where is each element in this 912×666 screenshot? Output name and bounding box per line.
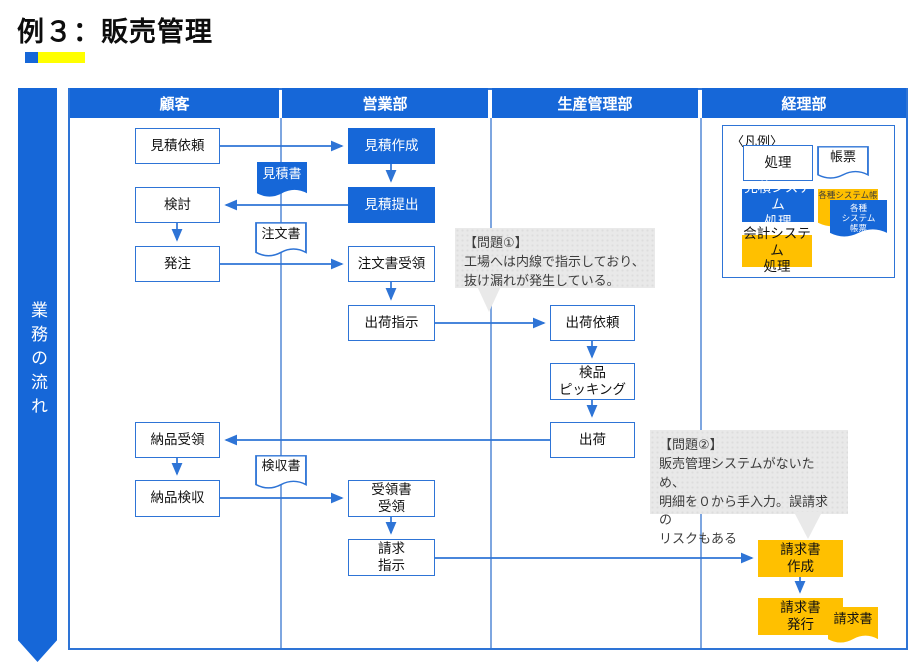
doc-order-form: 注文書 [255, 222, 307, 260]
node-quote-submission: 見積提出 [348, 187, 435, 223]
node-delivery-inspection: 納品検収 [135, 480, 220, 517]
doc-quote: 見積書 [257, 162, 307, 200]
lane-header-production: 生産管理部 [492, 88, 698, 118]
node-billing-instruction: 請求 指示 [348, 539, 435, 576]
legend-process: 処理 [743, 145, 813, 181]
legend-form-doc: 帳票 [817, 146, 869, 182]
page-title: 例３：販売管理 [17, 17, 213, 47]
legend-various-forms-blue-doc: 各種 システム 帳票 [830, 200, 887, 240]
node-place-order: 発注 [135, 246, 220, 282]
title-accent-yellow [38, 52, 85, 63]
flow-band-label: 業務の流れ [28, 301, 47, 421]
legend-quote-system: 見積システム 処理 [742, 180, 814, 229]
doc-inspection-form: 検収書 [255, 455, 307, 492]
lane-divider-1 [280, 118, 282, 648]
lane-header-customer: 顧客 [70, 88, 279, 118]
document-shape-icon [257, 162, 307, 197]
node-invoice-creation: 請求書 作成 [758, 540, 843, 577]
problem-2-callout: 【問題②】 販売管理システムがないため、 明細を０から手入力。誤請求の リスクも… [650, 430, 848, 546]
document-shape-icon [828, 607, 878, 643]
doc-invoice-label: 請求書 [833, 610, 873, 626]
node-receipt-doc-receipt: 受領書 受領 [348, 480, 435, 517]
document-shape-icon [255, 222, 307, 257]
node-delivery-receipt: 納品受領 [135, 422, 220, 458]
doc-order-form-label: 注文書 [261, 225, 301, 241]
legend-various-forms-blue-label: 各種 システム 帳票 [841, 203, 876, 234]
diagram-frame [68, 88, 908, 650]
legend-accounting-system: 会計システム 処理 [742, 226, 812, 274]
document-shape-icon [255, 455, 307, 489]
legend-form-label: 帳票 [829, 149, 856, 165]
node-quote-creation: 見積作成 [348, 128, 435, 164]
lane-header-sales: 営業部 [282, 88, 488, 118]
node-shipment: 出荷 [550, 422, 635, 458]
title-accent-blue [25, 52, 38, 63]
problem-1-callout-tail [477, 286, 501, 312]
node-review: 検討 [135, 187, 220, 223]
document-shape-icon [817, 146, 869, 179]
lane-divider-3 [700, 118, 702, 648]
node-quote-request: 見積依頼 [135, 128, 220, 164]
node-shipping-instruction: 出荷指示 [348, 305, 435, 341]
doc-inspection-form-label: 検収書 [261, 458, 301, 474]
problem-2-callout-tail [794, 512, 822, 539]
node-inspection-picking: 検品 ピッキング [550, 363, 635, 400]
lane-header-accounting: 経理部 [702, 88, 906, 118]
lane-divider-2 [490, 118, 492, 648]
doc-invoice: 請求書 [828, 607, 878, 646]
problem-1-callout: 【問題①】 工場へは内線で指示しており、 抜け漏れが発生している。 [455, 228, 655, 288]
node-shipping-request: 出荷依頼 [550, 305, 635, 341]
document-shape-icon [830, 200, 887, 237]
flow-band-arrow: 業務の流れ [18, 88, 57, 662]
node-order-receipt: 注文書受領 [348, 246, 435, 282]
doc-quote-label: 見積書 [262, 165, 302, 181]
